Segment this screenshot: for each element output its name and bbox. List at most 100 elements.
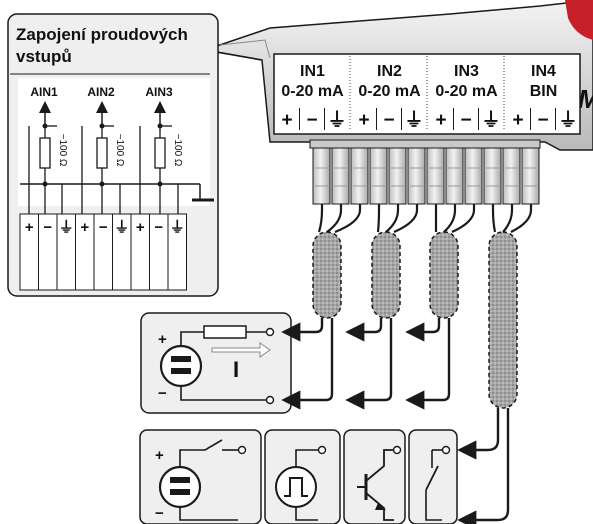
shielded-cable [488, 231, 518, 409]
terminal-slot [445, 147, 464, 205]
lead-plus [281, 318, 324, 342]
binary-source-contact [408, 429, 458, 524]
terminal-block-top [309, 139, 541, 149]
inset-terminal-strip: +−⏚+−⏚+−⏚ [19, 213, 187, 291]
brand-fragment: M [578, 84, 593, 114]
lead-minus [345, 318, 393, 410]
current-source-box: + − I [140, 312, 292, 414]
terminal-slot [312, 147, 331, 205]
source-plus-sign: + [158, 331, 167, 348]
lead-plus [405, 318, 441, 342]
terminal-slot [426, 147, 445, 205]
current-label: I [233, 357, 239, 382]
terminal-slot [331, 147, 350, 205]
dc-source-icon [159, 344, 203, 388]
inset-terminal-sign: + [25, 219, 34, 236]
inset-terminal-sign: ⏚ [170, 219, 185, 236]
input-name-label: IN2 [377, 63, 402, 80]
wire [451, 204, 476, 234]
resistor-value-label: ~100 Ω [114, 134, 125, 167]
current-input-wiring-inset: Zapojení proudových vstupů AIN1~100 ΩAIN… [7, 13, 219, 297]
shielded-cable [371, 231, 401, 319]
transistor-icon [357, 445, 402, 521]
cable-leads [281, 318, 510, 524]
terminal-slot [521, 147, 540, 205]
inset-terminal-cell [167, 213, 187, 291]
terminal-slot [483, 147, 502, 205]
current-arrow-icon [211, 342, 271, 358]
terminal-sign-label: − [460, 110, 471, 131]
wire [334, 204, 362, 234]
wire [491, 204, 497, 233]
inset-title-line1: Zapojení proudových [16, 25, 188, 44]
channel-label: AIN3 [145, 85, 173, 99]
terminal-slot [407, 147, 426, 205]
lead-bin-minus [457, 408, 510, 524]
terminal-slot [350, 147, 369, 205]
binary-source-transistor [343, 429, 406, 524]
terminal-sign-label: + [435, 110, 446, 131]
input-name-label: IN1 [300, 63, 325, 80]
input-range-label: 0-20 mA [281, 83, 344, 100]
resistor-icon [154, 137, 166, 169]
inset-terminal-sign: ⏚ [59, 219, 74, 236]
channel-label: AIN2 [87, 85, 115, 99]
resistor-value-label: ~100 Ω [172, 134, 183, 167]
terminal-slot [388, 147, 407, 205]
resistor-icon [39, 137, 51, 169]
inset-terminal-sign: − [43, 219, 52, 236]
terminal-sign-label: ⏚ [404, 109, 423, 131]
contact-icon [425, 445, 451, 521]
wire [393, 204, 419, 234]
shielded-cables [312, 231, 518, 409]
module-wires [317, 204, 533, 234]
input-range-label: 0-20 mA [435, 83, 498, 100]
pulse-icon [275, 466, 317, 508]
terminal-sign-label: − [383, 110, 394, 131]
inset-terminal-sign: + [80, 219, 89, 236]
resistor-icon [96, 137, 108, 169]
terminal-sign-label: + [512, 110, 523, 131]
terminal-sign-label: ⏚ [481, 109, 500, 131]
inset-terminal-sign: ⏚ [114, 219, 129, 236]
terminal-slot [464, 147, 483, 205]
terminal-sign-label: + [358, 110, 369, 131]
resistor-value-label: ~100 Ω [57, 134, 68, 167]
voltage-switch-icon [158, 465, 202, 509]
source-minus-sign: − [158, 385, 167, 402]
terminal-sign-label: + [281, 110, 292, 131]
shielded-cable [429, 231, 459, 319]
terminal-slot [369, 147, 388, 205]
input-name-label: IN4 [531, 63, 556, 80]
wire [385, 204, 400, 233]
input-name-label: IN3 [454, 63, 479, 80]
terminal-sign-label: ⏚ [558, 109, 577, 131]
wire [317, 204, 324, 233]
terminal-sign-label: − [306, 110, 317, 131]
brand-red-mark [565, 0, 593, 40]
load-resistor-icon [203, 325, 247, 339]
module-terminal-block [309, 139, 541, 205]
lead-bin-plus [457, 408, 500, 460]
terminal-sign-label: − [537, 110, 548, 131]
terminal-slot [502, 147, 521, 205]
lead-minus [281, 318, 334, 410]
inset-terminal-sign: + [136, 219, 145, 236]
wire [376, 204, 381, 233]
binary-source-voltage-switch: + − [139, 429, 262, 524]
lead-minus [405, 318, 451, 410]
inset-terminal-sign: − [154, 219, 163, 236]
inset-title-line2: vstupů [16, 47, 72, 66]
input-label-panel [273, 53, 581, 135]
terminal-sign-label: ⏚ [327, 109, 346, 131]
lead-plus [345, 318, 383, 342]
wire [326, 204, 343, 233]
input-range-label: BIN [530, 83, 558, 100]
wire [443, 204, 457, 233]
inset-terminal-sign: − [99, 219, 108, 236]
voltage-minus-sign: − [155, 505, 164, 522]
wire [510, 204, 533, 233]
